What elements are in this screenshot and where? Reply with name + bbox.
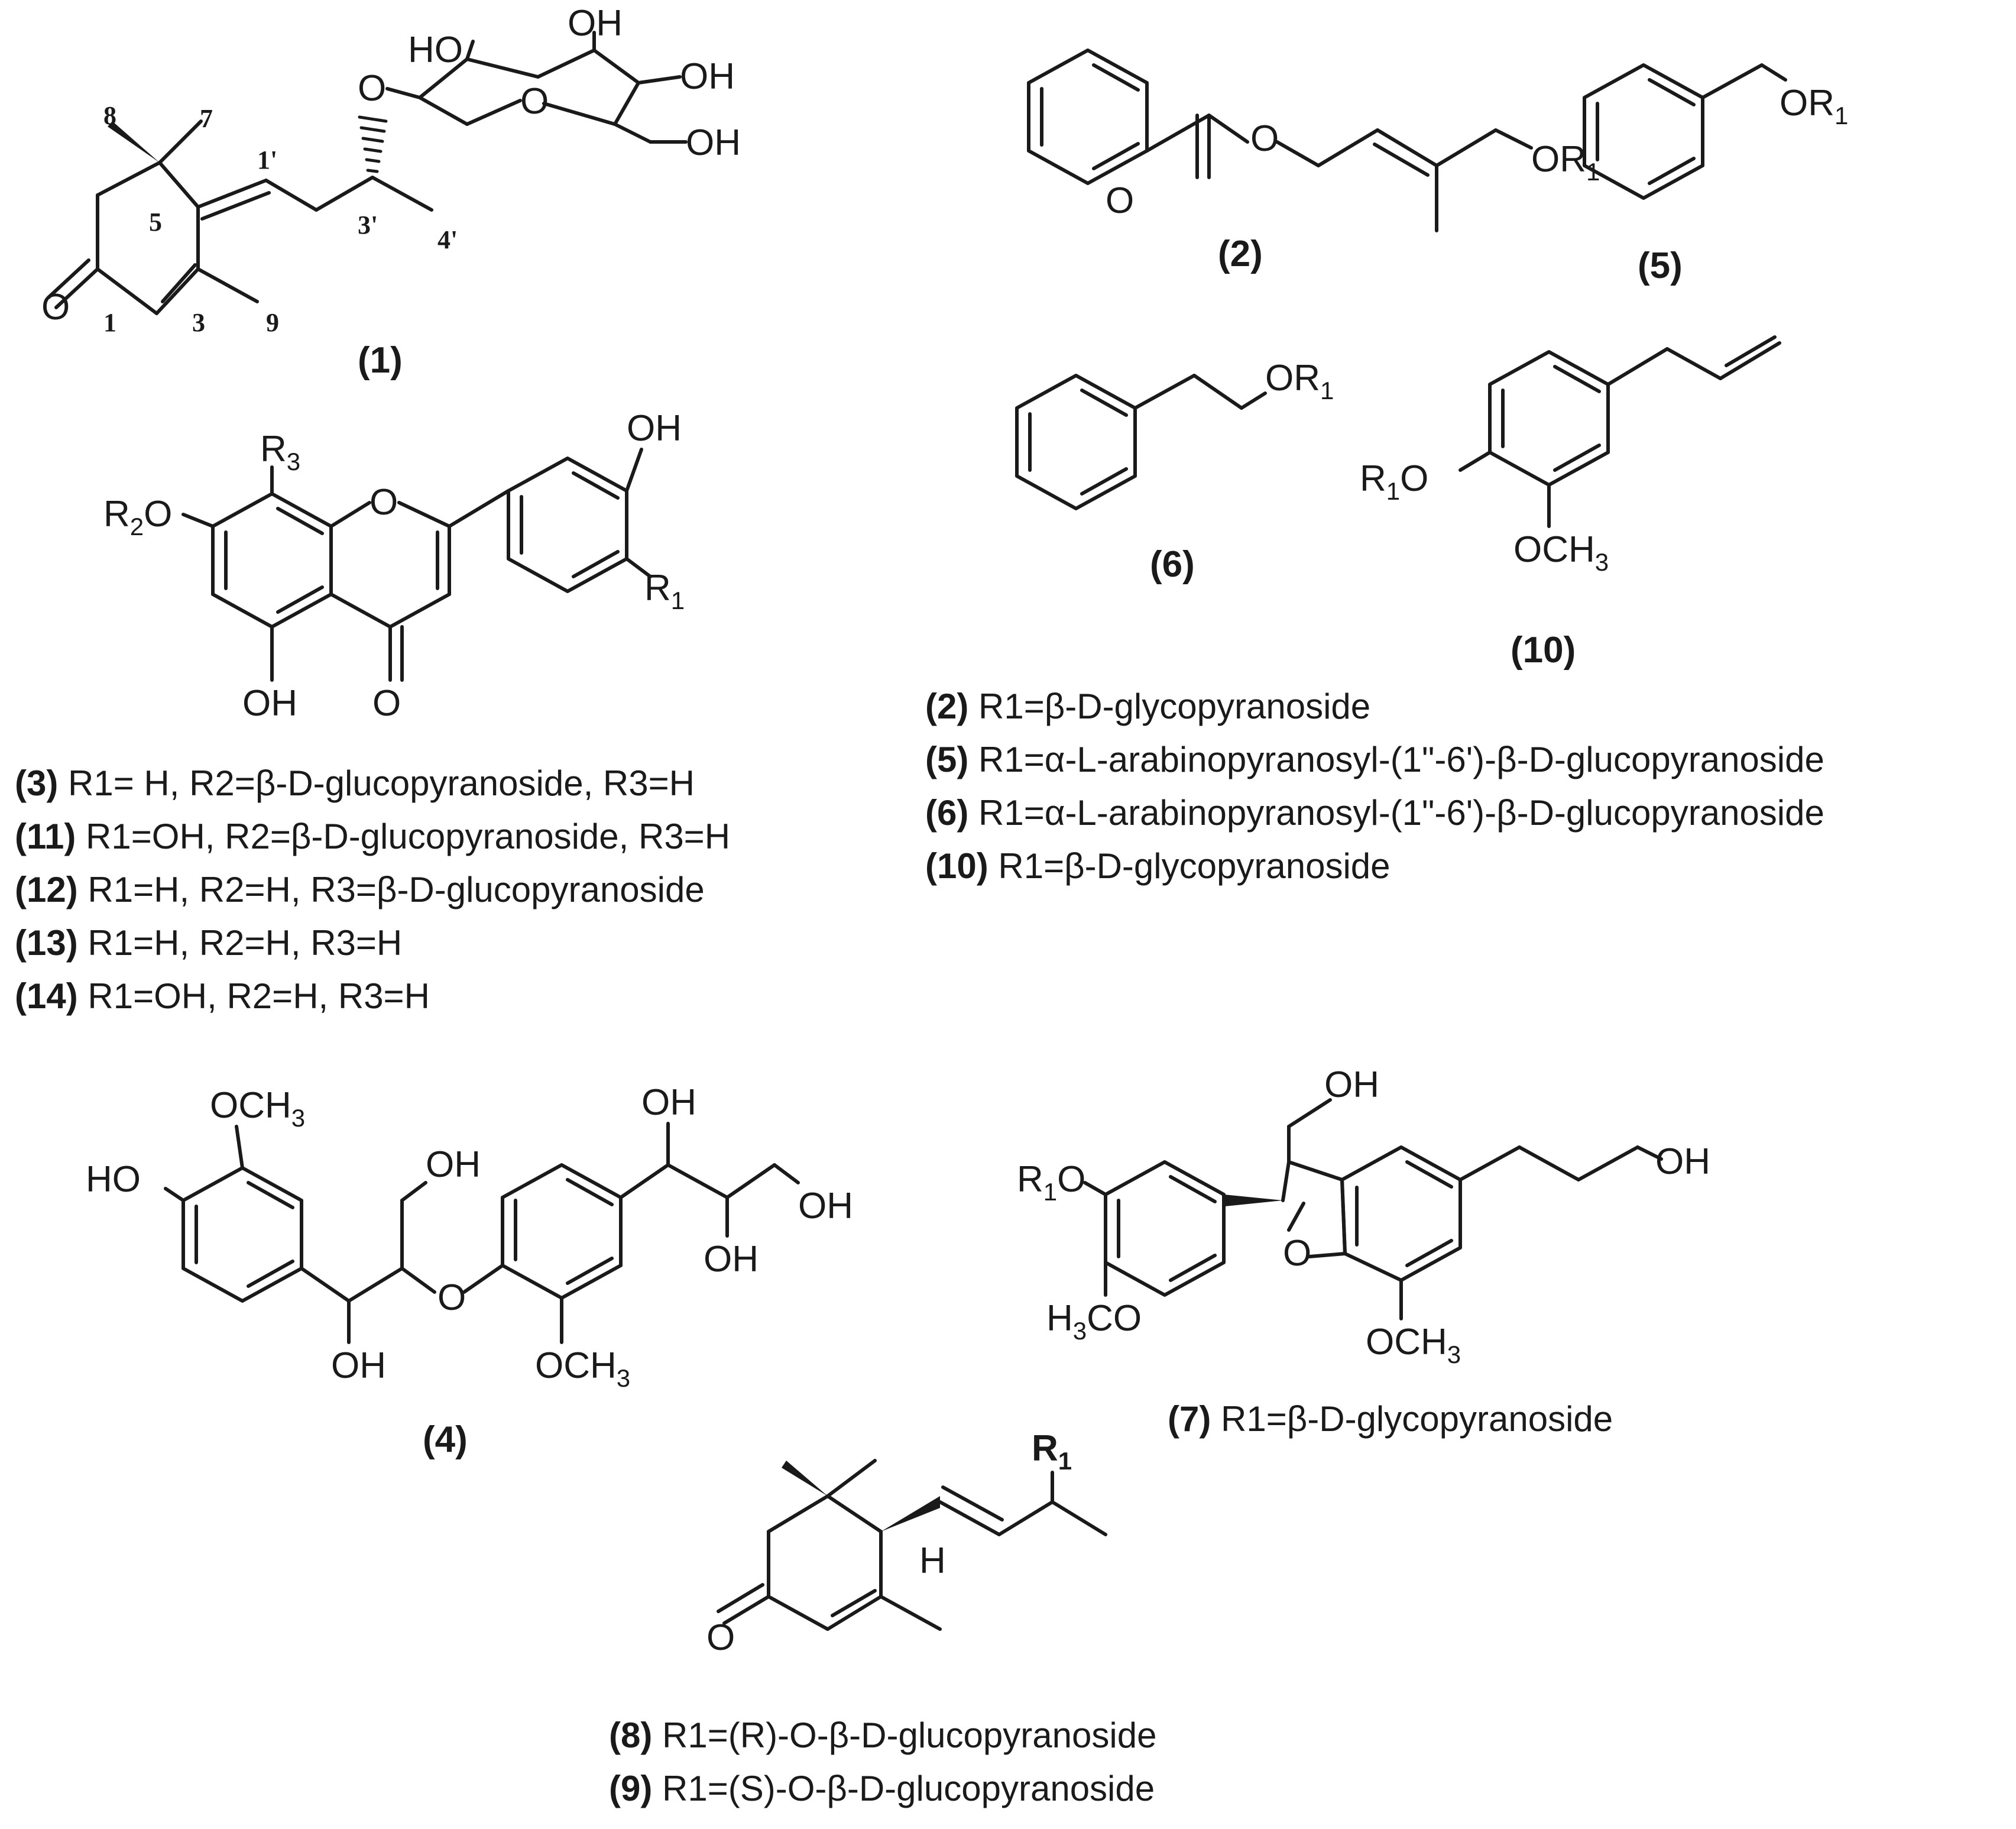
glycosidic-oxygen-label: O [358,68,386,109]
oh-label-secondary: OH [704,1239,759,1280]
compound-id-1: (1) [358,340,403,381]
sugar-ho-label: HO [408,30,463,70]
carbonyl-oxygen-label: O [41,287,70,328]
r1-label: R1 [644,568,685,614]
methoxy-label: OCH3 [1513,529,1609,576]
legend-row-6: (6) R1=α-L-arabinopyranosyl-(1"-6')-β-D-… [925,793,1824,833]
carbon-number-9: 9 [266,308,279,337]
legend-row-14: (14) R1=OH, R2=H, R3=H [15,976,430,1016]
legend-row-9: (9) R1=(S)-O-β-D-glucopyranoside [609,1769,1155,1808]
structure-2: O O OR1 (2) [1027,48,1600,274]
legend-row-13: (13) R1=H, R2=H, R3=H [15,923,402,963]
hydroxymethyl-oh-label: OH [1324,1064,1379,1105]
carbon-number-8: 8 [103,101,116,130]
legend-row-8: (8) R1=(R)-O-β-D-glucopyranoside [609,1715,1156,1755]
structure-5: OR1 (5) [1583,63,1848,286]
carbon-number-3: 3 [192,308,205,337]
structure-1: O O O HO OH OH OH 8 7 1' 5 3' 4' 1 3 9 (… [41,3,741,381]
structure-4: OCH3 HO OH OH O OCH3 OH OH OH (4) [86,1082,853,1460]
legend-row-7: (7) R1=β-D-glycopyranoside [1168,1399,1613,1439]
carbonyl-oxygen-label: O [372,683,401,724]
r1-label: R1 [1032,1428,1072,1475]
oh-label-benzylic: OH [331,1345,386,1386]
structure-flavone: O O OH OH R2O R3 R1 [103,408,685,724]
legend-row-3: (3) R1= H, R2=β-D-glucopyranoside, R3=H [15,763,695,803]
methoxy-label-left: OCH3 [210,1085,305,1132]
sugar-oh-label-bottom: OH [686,122,741,163]
carbon-number-5: 5 [149,208,162,237]
oh-label-primary: OH [426,1144,481,1185]
or1-label: OR1 [1265,358,1334,404]
carbon-number-3p: 3' [358,211,378,239]
propyl-oh-label: OH [1655,1141,1710,1182]
legend-row-5: (5) R1=α-L-arabinopyranosyl-(1"-6')-β-D-… [925,740,1824,779]
r1o-label: R1O [1360,458,1428,505]
r3-label: R3 [260,429,300,475]
compound-id-10: (10) [1511,630,1576,671]
oh-4p-label: OH [627,408,682,449]
legend-row-11: (11) R1=OH, R2=β-D-glucopyranoside, R3=H [15,817,730,856]
methoxy-label: OCH3 [1366,1322,1461,1368]
structure-10: R1O OCH3 (10) [1360,335,1781,671]
legend-flavones: (3) R1= H, R2=β-D-glucopyranoside, R3=H … [15,763,730,1016]
carbon-number-4p: 4' [437,225,458,254]
compound-id-6: (6) [1150,544,1195,585]
compound-id-2: (2) [1218,234,1263,274]
oh-label-terminal: OH [798,1186,853,1226]
ring-oxygen-label: O [520,81,549,122]
ester-oxygen-label: O [1250,118,1279,159]
carbonyl-oxygen-label: O [706,1617,735,1658]
methoxy-label-right: OCH3 [535,1345,630,1392]
sugar-oh-label-top: OH [568,3,623,44]
oh-5-label: OH [242,683,297,724]
structure-8-9: O H R1 (8) R1=(R)-O-β-D-glucopyranoside … [609,1428,1156,1808]
carbon-number-1p: 1' [257,145,277,174]
carbonyl-oxygen-label: O [1106,180,1134,221]
or1-label: OR1 [1780,83,1848,130]
oh-label-top: OH [641,1082,696,1123]
structure-7: R1O H3CO O OH OH OCH3 (7) R1=β-D-glycopy… [1017,1064,1710,1439]
ether-oxygen-label: O [437,1277,466,1318]
carbon-number-7: 7 [200,104,213,133]
legend-row-10: (10) R1=β-D-glycopyranoside [925,846,1391,886]
carbon-number-1: 1 [103,308,116,337]
stereo-h-label: H [919,1540,946,1581]
furan-oxygen-label: O [1283,1233,1311,1274]
legend-row-2: (2) R1=β-D-glycopyranoside [925,687,1370,726]
ring-oxygen-label: O [370,482,398,523]
structure-6: OR1 (6) [1015,358,1334,585]
r2o-label: R2O [103,494,172,540]
or1-label: OR1 [1531,139,1600,186]
compound-id-5: (5) [1638,245,1683,286]
r1o-label: R1O [1017,1159,1085,1206]
legend-row-12: (12) R1=H, R2=H, R3=β-D-glucopyranoside [15,870,705,909]
legend-glycosides: (2) R1=β-D-glycopyranoside (5) R1=α-L-ar… [925,687,1824,886]
compound-id-4: (4) [423,1419,468,1460]
sugar-oh-label-right: OH [680,56,735,97]
ho-label-left: HO [86,1159,141,1200]
h3co-label: H3CO [1046,1298,1142,1345]
